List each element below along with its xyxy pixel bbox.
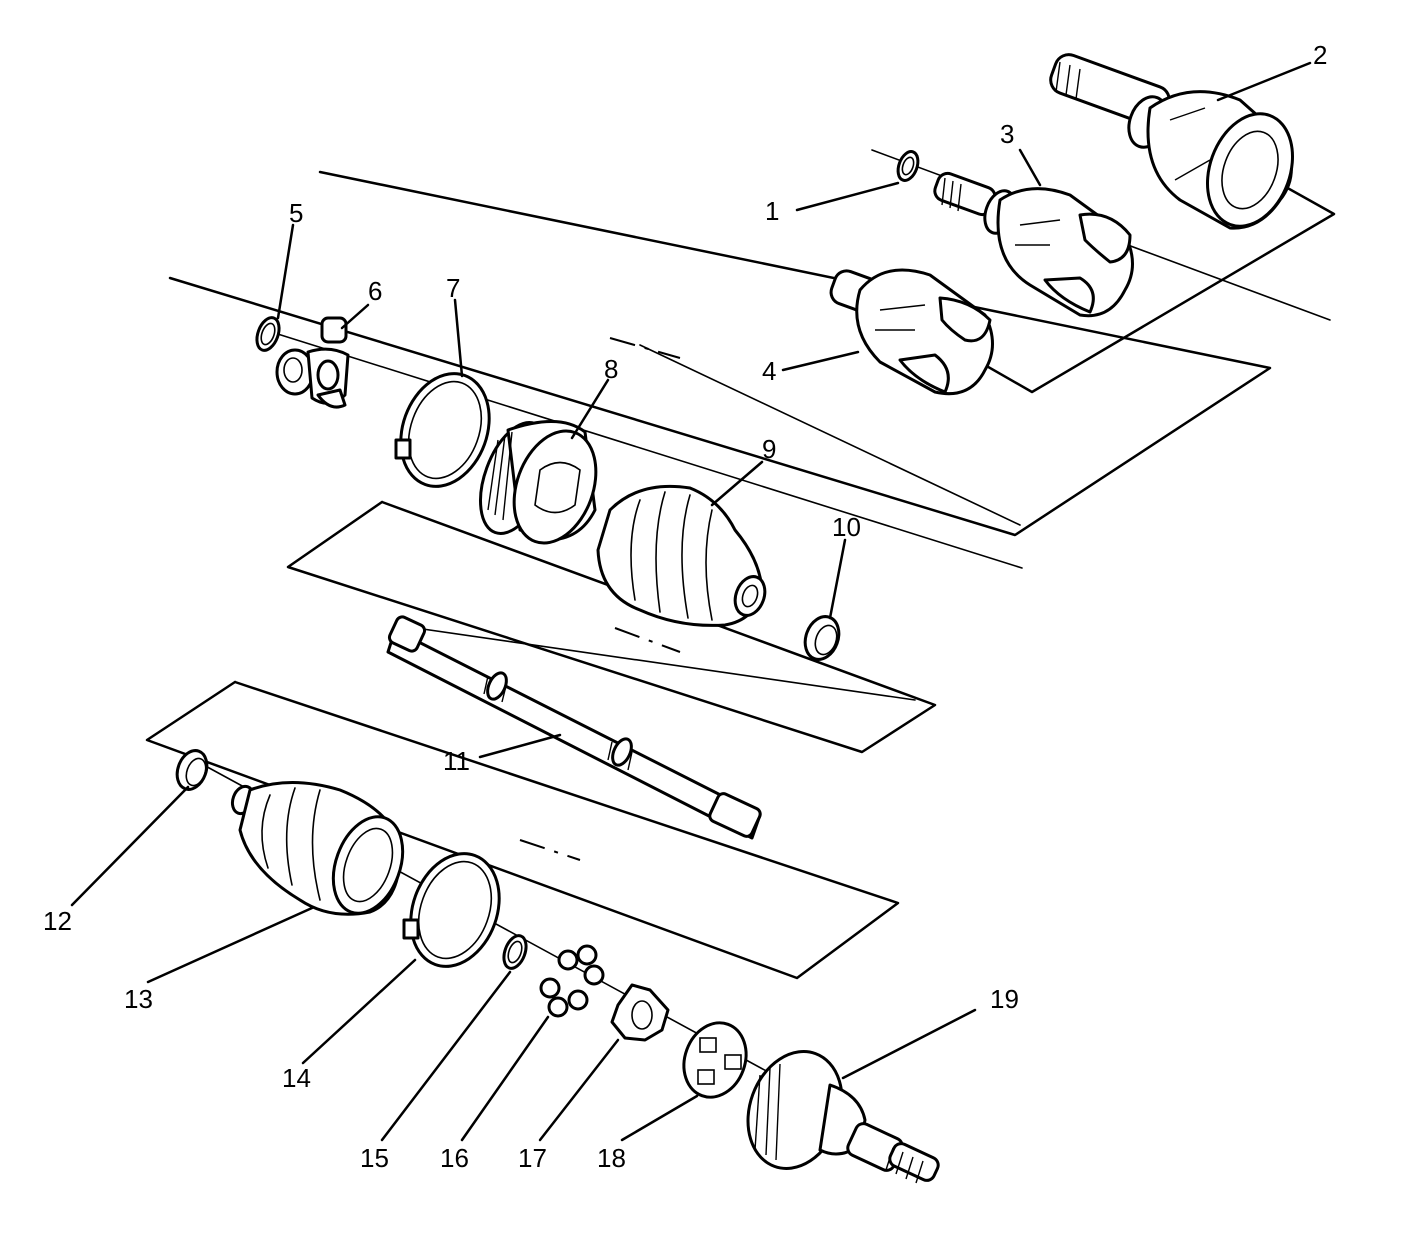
part-14-clamp	[402, 852, 501, 968]
callout-13: 13	[124, 984, 153, 1014]
part-18-cage	[682, 1021, 748, 1099]
frame-lower	[145, 680, 900, 980]
callout-labels: 1 2 3 4 5 6 7 8 9 10 11 12 13 14 15 16 1…	[43, 40, 1327, 1173]
frame-shaft	[286, 500, 937, 754]
part-19-outer-joint	[746, 1050, 940, 1184]
part-2-tripot-housing	[1049, 53, 1295, 230]
callout-1: 1	[765, 196, 779, 226]
callout-10: 10	[832, 512, 861, 542]
callout-5: 5	[289, 198, 303, 228]
callout-12: 12	[43, 906, 72, 936]
part-7-clamp	[394, 372, 491, 488]
part-12-small-clamp	[175, 749, 209, 791]
callout-3: 3	[1000, 119, 1014, 149]
callout-17: 17	[518, 1143, 547, 1173]
part-1-retaining-ring	[896, 150, 920, 182]
callout-16: 16	[440, 1143, 469, 1173]
callout-18: 18	[597, 1143, 626, 1173]
part-3-spider-assembly	[933, 171, 1134, 318]
callout-19: 19	[990, 984, 1019, 1014]
callout-2: 2	[1313, 40, 1327, 70]
part-13-outer-boot	[230, 781, 405, 916]
callout-11: 11	[443, 746, 470, 776]
leader-lines	[70, 61, 1312, 1142]
part-9-inner-boot	[596, 484, 767, 627]
callout-14: 14	[282, 1063, 311, 1093]
part-4-bearing-block	[829, 268, 994, 396]
part-6-spider	[275, 316, 350, 409]
part-15-retaining-ring	[502, 934, 528, 970]
callout-8: 8	[604, 354, 618, 384]
callout-6: 6	[368, 276, 382, 306]
part-10-small-clamp	[803, 615, 841, 661]
callout-9: 9	[762, 434, 776, 464]
part-5-retaining-ring	[255, 316, 281, 352]
callout-15: 15	[360, 1143, 389, 1173]
part-17-inner-race	[610, 983, 670, 1042]
part-8-boot-retainer	[479, 420, 598, 545]
callout-4: 4	[762, 356, 776, 386]
part-16-balls	[539, 944, 605, 1018]
part-11-shaft	[386, 615, 762, 840]
callout-7: 7	[446, 273, 460, 303]
